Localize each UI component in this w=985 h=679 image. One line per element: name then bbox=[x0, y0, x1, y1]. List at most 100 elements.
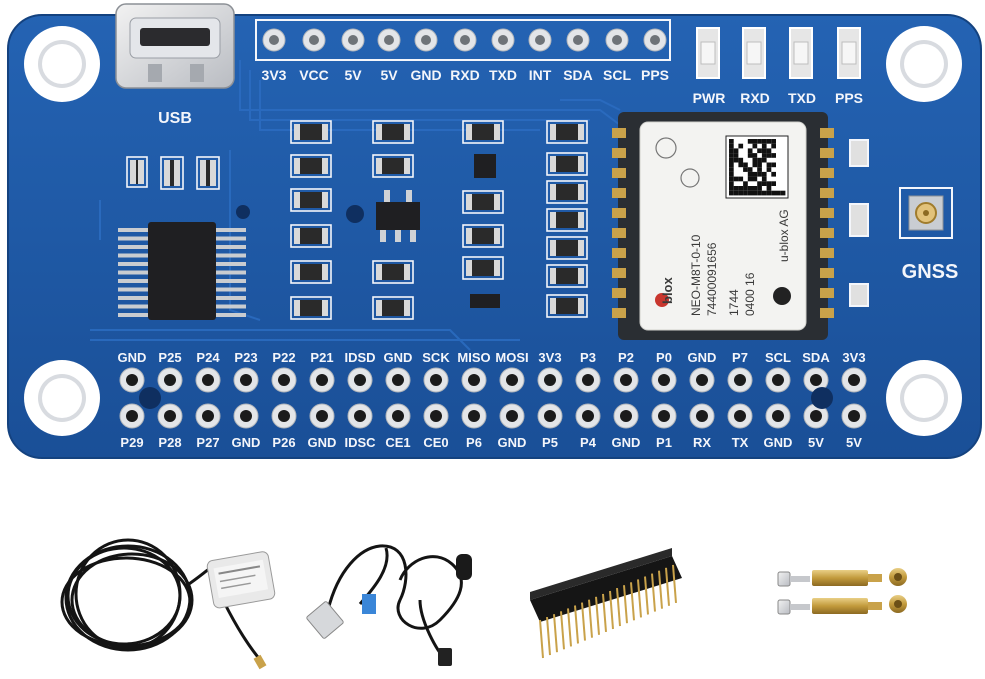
smd-cap bbox=[376, 158, 382, 174]
pad-hole bbox=[421, 35, 431, 45]
smd-cap bbox=[550, 240, 556, 256]
qr-cell bbox=[733, 186, 739, 191]
qr-cell bbox=[761, 148, 767, 154]
brass-standoff bbox=[812, 598, 868, 614]
chip-pin bbox=[118, 304, 148, 309]
header-pin bbox=[672, 564, 677, 603]
smd-body bbox=[550, 240, 584, 256]
chip-pin bbox=[216, 236, 246, 241]
smd-body bbox=[466, 124, 500, 140]
gpio-hole bbox=[316, 410, 328, 422]
smd-body bbox=[294, 192, 328, 208]
chip-pin bbox=[118, 245, 148, 249]
header-pin bbox=[602, 593, 607, 632]
qr-cell bbox=[747, 167, 753, 172]
led-label: TXD bbox=[788, 90, 816, 106]
smd-body bbox=[376, 158, 410, 174]
top-header-label: SCL bbox=[603, 67, 631, 83]
gpio-hole bbox=[772, 374, 784, 386]
ublox-logo: blox bbox=[655, 277, 675, 307]
qr-cell bbox=[752, 190, 758, 196]
standoff-thread bbox=[868, 602, 882, 610]
module-pin bbox=[612, 308, 626, 318]
gpio-hole bbox=[240, 410, 252, 422]
qr-cell bbox=[729, 176, 734, 182]
antenna-puck bbox=[206, 551, 276, 609]
qr-cell bbox=[738, 186, 744, 191]
module-pin bbox=[612, 168, 626, 178]
gpio-label: GND bbox=[232, 435, 261, 450]
smd-body bbox=[376, 124, 410, 140]
module-pin bbox=[820, 128, 834, 138]
top-header-label: TXD bbox=[489, 67, 517, 83]
gpio-label: P29 bbox=[120, 435, 143, 450]
nut bbox=[889, 595, 907, 613]
component-outline bbox=[546, 294, 588, 318]
qr-cell bbox=[766, 153, 772, 158]
qr-cell bbox=[752, 176, 758, 182]
smd-body bbox=[294, 158, 328, 174]
smd-cap bbox=[404, 300, 410, 316]
qr-cell bbox=[738, 176, 744, 182]
gpio-hole bbox=[696, 410, 708, 422]
led bbox=[789, 27, 813, 79]
qr-cell bbox=[757, 162, 762, 168]
smd-part bbox=[849, 283, 869, 307]
header-pin bbox=[609, 590, 614, 630]
gpio-hole bbox=[278, 410, 290, 422]
pad-hole bbox=[498, 35, 508, 45]
header-pin bbox=[581, 602, 586, 641]
qr-cell bbox=[752, 139, 758, 144]
gpio-hole bbox=[202, 374, 214, 386]
gpio-label: P25 bbox=[158, 350, 181, 365]
smd-cap bbox=[376, 124, 382, 140]
qr-cell bbox=[761, 171, 767, 177]
gpio-hole bbox=[696, 374, 708, 386]
gpio-hole bbox=[468, 374, 480, 386]
gpio-label: SCL bbox=[765, 350, 791, 365]
qr-cell bbox=[766, 181, 772, 186]
qr-cell bbox=[747, 190, 753, 196]
module-model: NEO-M8T-0-10 bbox=[689, 234, 703, 316]
qr-cell bbox=[757, 190, 762, 196]
screw bbox=[777, 599, 810, 615]
ferrite-bead bbox=[456, 554, 472, 580]
mounting-hole bbox=[886, 26, 962, 102]
smd-cap bbox=[164, 160, 170, 186]
header-pin bbox=[574, 605, 579, 644]
header-pin bbox=[553, 614, 558, 653]
gpio-hole bbox=[354, 410, 366, 422]
chip-pin bbox=[118, 228, 148, 232]
gpio-label: P22 bbox=[272, 350, 295, 365]
module-pin bbox=[820, 208, 834, 218]
qr-cell bbox=[738, 162, 744, 168]
chip-pin bbox=[118, 262, 148, 266]
regulator-chip bbox=[376, 190, 420, 242]
gpio-label: 3V3 bbox=[538, 350, 561, 365]
qr-cell bbox=[747, 186, 753, 191]
component-outline bbox=[462, 120, 504, 144]
pad-hole bbox=[650, 35, 660, 45]
header-pin bbox=[560, 611, 565, 650]
module-rev: 0400 16 bbox=[743, 272, 757, 316]
top-header-label: SDA bbox=[563, 67, 593, 83]
module-pin bbox=[820, 268, 834, 278]
qr-cell bbox=[729, 167, 734, 172]
gpio-label: P27 bbox=[196, 435, 219, 450]
pad-hole bbox=[612, 35, 622, 45]
top-header-label: 3V3 bbox=[262, 67, 287, 83]
nut bbox=[889, 568, 907, 586]
chip-pin bbox=[216, 304, 246, 309]
qr-cell bbox=[738, 157, 744, 163]
smd-cap bbox=[130, 160, 136, 184]
via bbox=[139, 387, 161, 409]
gpio-hole bbox=[582, 410, 594, 422]
component-outline bbox=[372, 120, 414, 144]
smd-cap bbox=[550, 184, 556, 200]
gpio-label: P3 bbox=[580, 350, 596, 365]
pcb-traces bbox=[90, 60, 641, 351]
qr-cell bbox=[766, 186, 772, 191]
gpio-hole bbox=[316, 374, 328, 386]
smd-cap bbox=[494, 228, 500, 244]
